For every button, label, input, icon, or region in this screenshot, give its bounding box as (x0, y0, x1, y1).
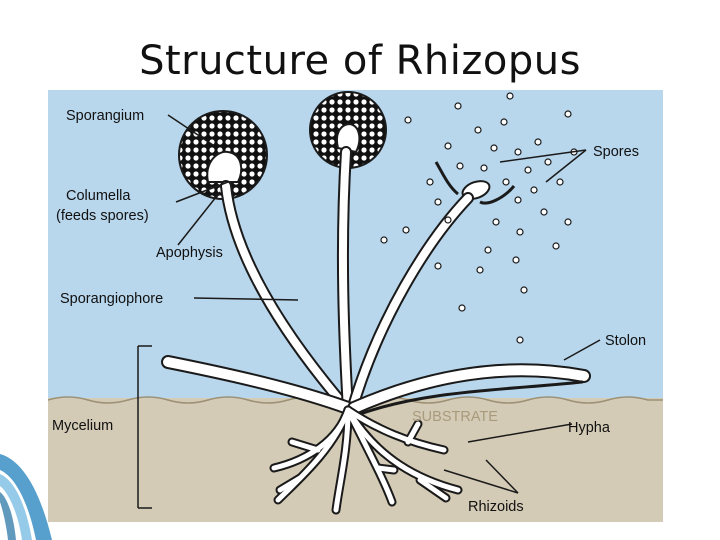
label-apophysis: Apophysis (156, 245, 223, 261)
label-columella: Columella (66, 188, 131, 204)
stolons (161, 355, 591, 416)
rhizopus-diagram: Sporangium Columella (feeds spores) Apop… (48, 90, 663, 522)
slide-title: Structure of Rhizopus (139, 38, 581, 84)
released-spores (380, 92, 578, 344)
pointer-lines (137, 114, 601, 509)
slide-corner-decoration (0, 454, 52, 540)
label-sporangium: Sporangium (66, 108, 144, 124)
label-substrate: SUBSTRATE (412, 409, 498, 425)
label-sporangiophore: Sporangiophore (60, 291, 163, 307)
rhizoids (269, 405, 463, 515)
label-stolon: Stolon (605, 333, 646, 349)
sporangium-middle (309, 91, 387, 169)
label-mycelium: Mycelium (52, 418, 113, 434)
label-spores: Spores (593, 144, 639, 160)
label-hypha: Hypha (568, 420, 611, 436)
label-columella-note: (feeds spores) (56, 208, 149, 224)
label-rhizoids: Rhizoids (468, 499, 524, 515)
